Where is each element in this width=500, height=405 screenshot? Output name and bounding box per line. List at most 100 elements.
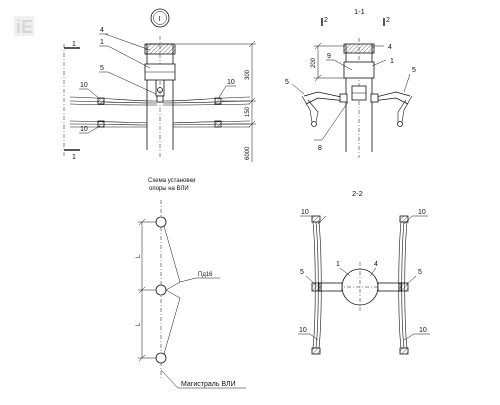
clamp-2-2-left bbox=[311, 282, 322, 292]
dimension-200-tick-bottom bbox=[314, 74, 322, 82]
upper-cable-left-1 bbox=[69, 96, 158, 102]
scheme-dim-tick-1 bbox=[138, 218, 146, 226]
lower-spacer-left bbox=[97, 120, 105, 128]
upper-spacer-right bbox=[214, 97, 222, 105]
scheme-dim-tick-3 bbox=[138, 354, 146, 362]
callout-5: 5 bbox=[100, 65, 104, 72]
clamp-left-ring bbox=[311, 121, 317, 127]
callout-1-1-8: 8 bbox=[318, 145, 322, 152]
logo-text: iE bbox=[16, 17, 33, 37]
callout-2-2-10-top-right: 10 bbox=[418, 209, 426, 216]
callout-1-1-5-left: 5 bbox=[285, 79, 289, 86]
spacer-2-2-bottom-right bbox=[399, 347, 409, 355]
upper-cable-right-2 bbox=[162, 100, 251, 104]
pole-cap bbox=[144, 43, 176, 55]
section-1-1-title: 1-1 bbox=[354, 7, 365, 16]
scheme-brace-label: Пд16 bbox=[198, 272, 213, 278]
callout-10-upper-right: 10 bbox=[227, 79, 235, 86]
leader-1-1-8 bbox=[321, 101, 349, 141]
main-view: I 1 1 bbox=[63, 8, 256, 162]
callout-4: 4 bbox=[100, 27, 104, 34]
callout-1-1-9: 9 bbox=[327, 53, 331, 60]
scheme-title-line2: опоры на ВЛИ bbox=[149, 186, 189, 192]
leader-1 bbox=[107, 45, 151, 69]
callout-2-2-10-bottom-left: 10 bbox=[299, 327, 307, 334]
callout-1: 1 bbox=[100, 39, 104, 46]
callout-2-2-1: 1 bbox=[336, 261, 340, 268]
leader-2-2-10-bl bbox=[309, 333, 319, 341]
view-marker-label: I bbox=[159, 16, 161, 23]
leader-10-c bbox=[87, 125, 101, 134]
leader-1-1-9 bbox=[333, 59, 353, 71]
leader-2-2-1 bbox=[339, 267, 351, 277]
leader-10-a bbox=[87, 88, 101, 100]
section-label-bottom: 1 bbox=[72, 154, 76, 161]
leader-2-2-10-br bbox=[403, 333, 415, 341]
arm-left bbox=[303, 91, 347, 99]
scheme-label-L-top: L bbox=[136, 254, 142, 258]
spacer-2-2-top-right bbox=[399, 215, 409, 223]
lower-cable-left-1 bbox=[69, 120, 148, 124]
upper-cable-left-2 bbox=[69, 100, 158, 104]
callout-2-2-4: 4 bbox=[374, 261, 378, 268]
section-label-2-left: 2 bbox=[324, 17, 328, 24]
arm-2-2-right bbox=[377, 282, 402, 292]
leader-10-b bbox=[217, 85, 227, 100]
lower-cable-right-1 bbox=[172, 120, 251, 124]
suspension-clamp bbox=[157, 87, 163, 93]
suspension-clamp-body bbox=[156, 95, 164, 103]
callout-1-1-1: 1 bbox=[390, 58, 394, 65]
leader-2-2-5-left bbox=[305, 275, 317, 286]
scheme-brace-upper bbox=[163, 225, 181, 283]
dimension-tick-1 bbox=[248, 40, 256, 48]
callout-1-1-4: 4 bbox=[388, 44, 392, 51]
clamp-right-ring bbox=[397, 121, 403, 127]
installation-scheme: Схема установки опоры на ВЛИ L L Пд16 Ма… bbox=[136, 178, 246, 389]
spacer-2-2-top-left bbox=[311, 215, 321, 223]
scheme-dim-tick-2 bbox=[138, 286, 146, 294]
leader-2-2-4 bbox=[369, 267, 377, 277]
scheme-title-line1: Схема установки bbox=[148, 178, 196, 184]
leader-5 bbox=[107, 71, 157, 95]
upper-cable-left-3 bbox=[69, 103, 158, 106]
dimension-150: 150 bbox=[245, 106, 251, 117]
arm-mount-right bbox=[370, 93, 379, 103]
leader-2-2-10-tl bbox=[317, 215, 327, 225]
section-2-2-view: 2-2 10 10 5 5 1 4 bbox=[298, 189, 430, 355]
dimension-200: 200 bbox=[311, 57, 317, 68]
dimension-tick-2 bbox=[248, 97, 256, 105]
callout-2-2-5-left: 5 bbox=[300, 269, 304, 276]
callout-1-1-5-right: 5 bbox=[412, 67, 416, 74]
leader-1-1-5-right bbox=[403, 73, 411, 93]
pole-1-1-clamp bbox=[343, 61, 375, 79]
section-label-2-right: 2 bbox=[386, 17, 390, 24]
section-1-1-view: 1-1 2 2 200 4 1 bbox=[285, 7, 416, 158]
lower-spacer-right bbox=[214, 120, 222, 128]
arm-right-lower bbox=[371, 97, 409, 105]
clamp-left bbox=[301, 95, 319, 123]
scheme-mainline-leader bbox=[160, 369, 179, 389]
upper-cable-right-3 bbox=[162, 103, 251, 106]
scheme-brace-joint-lower bbox=[165, 289, 181, 299]
leader-1-1-1 bbox=[371, 59, 387, 67]
dimension-300: 300 bbox=[245, 69, 251, 80]
arm-2-2-left bbox=[318, 282, 343, 292]
upper-cable-right-1 bbox=[162, 96, 251, 102]
arm-right bbox=[371, 91, 411, 99]
dimension-200-tick-top bbox=[314, 42, 322, 50]
view-marker-circle bbox=[150, 8, 170, 28]
callout-10-lower-left: 10 bbox=[80, 126, 88, 133]
leader-2-2-10-tr bbox=[403, 215, 413, 225]
logo-background bbox=[14, 16, 34, 36]
scheme-pole-middle bbox=[155, 284, 167, 296]
lower-cable-left-2 bbox=[69, 123, 148, 126]
pole-1-1-cap bbox=[343, 43, 375, 54]
arm-mount-left bbox=[339, 93, 348, 103]
upper-spacer-left bbox=[97, 97, 105, 105]
callout-2-2-10-bottom-right: 10 bbox=[419, 327, 427, 334]
section-label-top: 1 bbox=[72, 41, 76, 48]
clamp-2-2-right bbox=[398, 282, 409, 292]
dimension-6000: 6000 bbox=[245, 146, 251, 160]
dimension-tick-3 bbox=[248, 120, 256, 128]
